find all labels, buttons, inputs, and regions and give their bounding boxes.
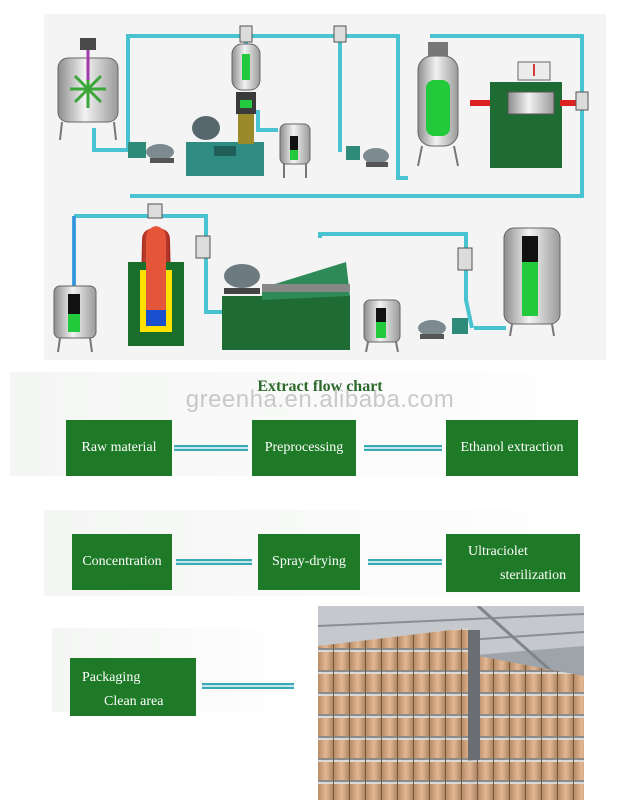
flow-connector — [176, 559, 252, 565]
extractor-tank-icon — [417, 42, 459, 167]
flow-connector — [202, 683, 294, 689]
flow-chart-title: Extract flow chart — [257, 378, 383, 395]
warehouse-photo — [318, 606, 584, 800]
pipe-segment — [256, 110, 278, 132]
step-packaging-clean-area: Packaging Clean area — [70, 658, 196, 716]
step-spray-drying: Spray-drying — [258, 534, 360, 590]
pipe-segment — [92, 128, 128, 152]
step-concentration: Concentration — [72, 534, 172, 590]
storage-tank-icon — [279, 123, 311, 178]
step-label: Concentration — [82, 554, 162, 569]
mill-machine-icon — [186, 116, 264, 176]
pipe-segment — [430, 34, 584, 92]
sieve-machine-icon — [222, 262, 350, 350]
evaporator-icon — [470, 61, 584, 168]
step-label-line1: Packaging — [82, 670, 141, 685]
spray-dryer-tank-icon — [128, 226, 184, 346]
step-preprocessing: Preprocessing — [252, 420, 356, 476]
step-ethanol-extraction: Ethanol extraction — [446, 420, 578, 476]
storage-tank-icon — [363, 299, 401, 353]
pump-icon — [346, 146, 389, 167]
pipe-segment — [126, 34, 232, 150]
flow-connector — [368, 559, 442, 565]
pipe-segment — [74, 214, 222, 314]
flow-meter-icon — [147, 25, 589, 271]
pump-icon — [128, 142, 174, 163]
step-label-line2: Clean area — [104, 694, 164, 709]
step-label-line1: Ultraciolet — [468, 544, 528, 559]
mixing-tank-icon — [57, 38, 119, 141]
pump-icon — [224, 264, 260, 294]
step-label: Spray-drying — [272, 554, 346, 569]
pipe-segment — [318, 232, 474, 329]
flow-connector — [364, 445, 442, 451]
step-raw-material: Raw material — [66, 420, 172, 476]
step-label-line2: sterilization — [500, 568, 567, 583]
watermark-text: greenha.en.alibaba.com — [185, 386, 455, 413]
extractor-column-icon — [231, 43, 261, 144]
pipe-segment — [340, 34, 408, 180]
pipe-segment — [130, 110, 584, 198]
pump-icon — [418, 318, 468, 339]
flow-connector — [174, 445, 248, 451]
storage-tank-icon — [53, 285, 97, 353]
step-label: Raw material — [81, 440, 157, 455]
step-ultraviolet-sterilization: Ultraciolet sterilization — [446, 534, 580, 592]
step-label: Ethanol extraction — [460, 440, 564, 455]
step-label: Preprocessing — [264, 440, 344, 455]
storage-tank-icon — [503, 227, 561, 337]
